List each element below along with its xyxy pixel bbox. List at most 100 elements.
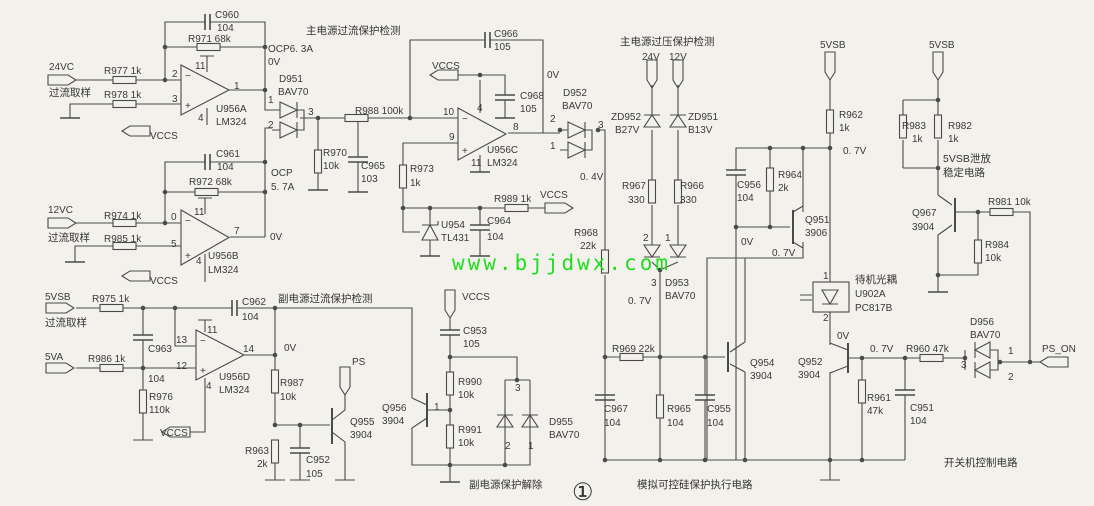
connector-tag-12vc: [47, 217, 78, 229]
pin: 1: [665, 233, 671, 244]
pin: 9: [449, 132, 455, 143]
onoff-labels: 待机光耦 U902A PC817B 0V Q952 3904 0. 7V R96…: [798, 273, 1076, 427]
label-ocp63: OCP6. 3A: [268, 44, 313, 55]
junction-dot: [935, 97, 941, 103]
pin: 11: [471, 158, 482, 169]
value-q956: 3904: [382, 416, 405, 427]
label-lm324a: LM324: [216, 117, 247, 128]
voltage-0-7v-a: 0. 7V: [843, 146, 867, 157]
voltage-0-7v: 0. 7V: [628, 296, 652, 307]
label-r976: R976: [149, 392, 173, 403]
pin: 2: [268, 120, 274, 131]
pin: 3: [598, 120, 604, 131]
watermark: www.bjjdwx.com: [452, 251, 671, 275]
value-c952: 105: [306, 469, 323, 480]
junction-dot: [502, 462, 508, 468]
junction-dot: [297, 422, 303, 428]
value-r990: 10k: [458, 390, 475, 401]
resistor-r973: [398, 164, 408, 189]
label-c961: C961: [216, 149, 240, 160]
junction-dot: [935, 165, 941, 171]
label-r973: R973: [410, 164, 434, 175]
junction-dot: [262, 44, 268, 50]
diode-d955-b: [520, 414, 540, 428]
label-d952: D952: [563, 88, 587, 99]
pin: 2: [1008, 372, 1014, 383]
pin: 4: [206, 381, 212, 392]
label-r990: R990: [458, 377, 482, 388]
input-12vc: 12VC: [48, 205, 73, 216]
value-d953: BAV70: [665, 291, 696, 302]
connector-tag-5vsb-2: [932, 51, 944, 82]
minus-sign: −: [462, 114, 468, 125]
resistor-r972: [194, 187, 219, 197]
junction-dot: [997, 359, 1003, 365]
label-r989: R989 1k: [494, 194, 532, 205]
label-u956c: U956C: [487, 145, 518, 156]
label-c951: C951: [910, 403, 934, 414]
junction-dot: [272, 352, 278, 358]
figure-number: ①: [572, 478, 594, 506]
label-u954: U954: [441, 220, 465, 231]
value-c960: 104: [217, 23, 234, 34]
value-u954: TL431: [441, 233, 470, 244]
junction-dot: [262, 87, 268, 93]
resistor-r987: [270, 369, 280, 394]
voltage-0v-c: 0V: [547, 70, 560, 81]
value-c966: 105: [494, 42, 511, 53]
label-r961: R961: [867, 393, 891, 404]
value-c953: 105: [463, 339, 480, 350]
junction-dot: [595, 127, 601, 133]
pin: 8: [513, 122, 519, 133]
junction-dot: [407, 115, 413, 121]
input-24v: 24V: [642, 52, 660, 63]
label-r962: R962: [839, 110, 863, 121]
label-r982: R982: [948, 121, 972, 132]
zener-u954-tl431: [421, 221, 439, 241]
transistor-q952-leads: [829, 342, 849, 374]
input-24vc: 24VC: [49, 62, 74, 73]
value-r982: 1k: [948, 134, 960, 145]
value-r967: 330: [628, 195, 645, 206]
label-u956d: U956D: [219, 372, 250, 383]
diode-zd952: [642, 114, 662, 128]
junction-dot: [1027, 359, 1033, 365]
pin: 3: [651, 278, 657, 289]
label-u956b: U956B: [208, 251, 239, 262]
label-d955: D955: [549, 417, 573, 428]
label-zd951: ZD951: [688, 112, 718, 123]
junction-dot: [602, 457, 608, 463]
junction-dot: [859, 457, 865, 463]
label-q954: Q954: [750, 358, 775, 369]
pin: 1: [528, 441, 534, 452]
label-opto-title: 待机光耦: [855, 273, 897, 286]
label-c963: C963: [148, 344, 172, 355]
junction-dot: [975, 209, 981, 215]
voltage-0-4v: 0. 4V: [580, 172, 604, 183]
junction-dot: [140, 305, 146, 311]
connector-tag-ps: [339, 366, 351, 397]
label-r972: R972 68k: [189, 177, 233, 188]
label-d956: D956: [970, 317, 994, 328]
capacitor-c961: [204, 154, 211, 170]
junction-dot: [902, 355, 908, 361]
resistor-r969: [619, 352, 644, 362]
aux-release-labels: VCCS C953 105 R990 10k R991 10k Q956 390…: [382, 292, 580, 449]
label-lm324b: LM324: [208, 265, 239, 276]
optocoupler-u902a: [812, 281, 850, 313]
title-main-ocp: 主电源过流保护检测: [306, 24, 401, 37]
plus-sign: +: [185, 251, 191, 262]
resistor-r975: [99, 303, 124, 313]
value-pc817b: PC817B: [855, 303, 893, 314]
junction-dot: [733, 224, 739, 230]
diode-d953-b: [668, 244, 688, 258]
capacitor-c963: [133, 334, 153, 341]
opto-led-icon: [821, 289, 839, 306]
label-c962: C962: [242, 297, 266, 308]
junction-dot: [162, 189, 168, 195]
label-u902a: U902A: [855, 289, 886, 300]
junction-dot: [140, 365, 146, 371]
main-ocp-labels: C960 104 R971 68k OCP6. 3A 0V 24VC 过流取样 …: [48, 10, 604, 287]
label-r964: R964: [778, 170, 802, 181]
main-ovp-labels: 24V 12V ZD952 B27V ZD951 B13V R967 330 R…: [574, 52, 718, 307]
